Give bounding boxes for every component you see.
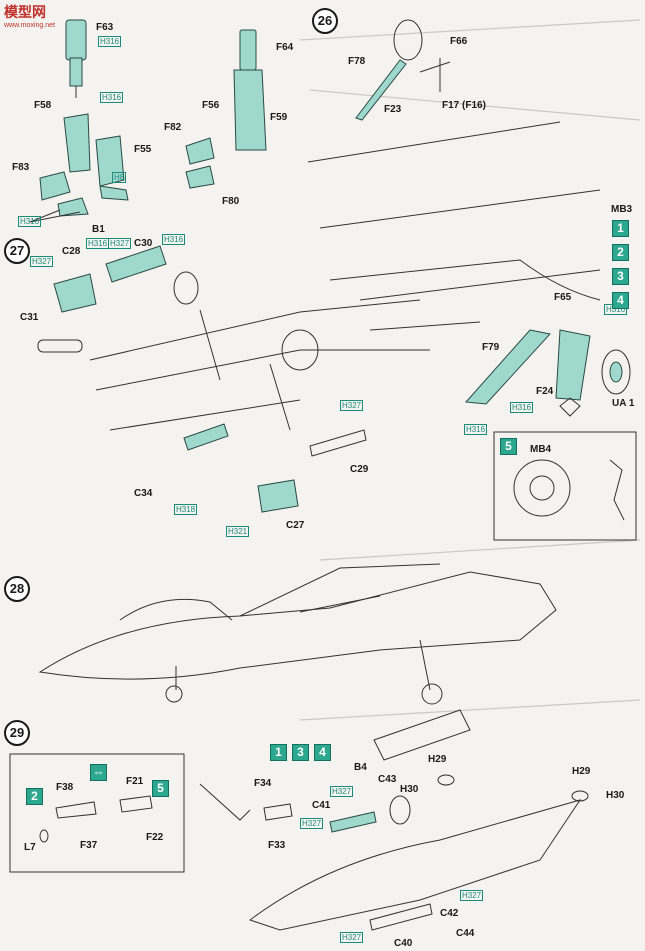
part-label: H29 (428, 754, 447, 765)
part-label: L7 (24, 842, 36, 853)
part-label: F65 (554, 292, 572, 303)
part-label: MB4 (530, 444, 552, 455)
color-code: H316 (100, 92, 124, 103)
part-label: F59 (270, 112, 288, 123)
part-label: C29 (350, 464, 369, 475)
part-label: F34 (254, 778, 272, 789)
color-number-box: 1 (612, 220, 629, 237)
color-code: H327 (340, 400, 364, 411)
part-label: F83 (12, 162, 30, 173)
part-label: C27 (286, 520, 305, 531)
part-label: F79 (482, 342, 500, 353)
nose-gear-illustration (307, 19, 637, 541)
color-code: H316 (98, 36, 122, 47)
color-code: H327 (300, 818, 324, 829)
color-number-box: 2 (612, 244, 629, 261)
step-number-26: 26 (312, 8, 338, 34)
part-label: F17 (F16) (442, 100, 486, 111)
arrow-symbol-icon: ⇔ (90, 764, 107, 781)
part-label: F22 (146, 832, 164, 843)
part-label: F21 (126, 776, 144, 787)
part-label: H30 (400, 784, 419, 795)
part-label: B4 (354, 762, 367, 773)
color-code: H327 (460, 890, 484, 901)
color-number-box: 4 (612, 292, 629, 309)
part-label: B1 (92, 224, 105, 235)
part-label: H29 (572, 766, 591, 777)
color-code: H316 (86, 238, 110, 249)
brand-url: www.moxing.net (4, 22, 55, 29)
part-label: C42 (440, 908, 459, 919)
part-label: F63 (96, 22, 114, 33)
color-code: H316 (162, 234, 186, 245)
part-label: F23 (384, 104, 402, 115)
part-label: MB3 (611, 204, 633, 215)
color-code: H316 (510, 402, 534, 413)
forward-fuselage-illustration (9, 709, 589, 931)
part-label: F80 (222, 196, 240, 207)
seat-parts-illustration (29, 19, 267, 223)
part-label: C31 (20, 312, 39, 323)
color-number-box: 1 (270, 744, 287, 761)
color-code: H327 (30, 256, 54, 267)
color-code: H327 (340, 932, 364, 943)
part-label: F64 (276, 42, 294, 53)
color-number-box: 3 (612, 268, 629, 285)
part-label: F58 (34, 100, 52, 111)
part-label: H30 (606, 790, 625, 801)
part-label: F82 (164, 122, 182, 133)
part-label: C34 (134, 488, 153, 499)
color-code: H327 (108, 238, 132, 249)
part-label: C41 (312, 800, 331, 811)
color-code: H327 (330, 786, 354, 797)
part-label: F66 (450, 36, 468, 47)
step-number-27: 27 (4, 238, 30, 264)
color-code: H318 (174, 504, 198, 515)
part-label: F37 (80, 840, 98, 851)
part-label: C28 (62, 246, 81, 257)
color-number-box: 5 (152, 780, 169, 797)
part-label: UA 1 (612, 398, 635, 409)
color-number-box: 2 (26, 788, 43, 805)
part-label: F38 (56, 782, 74, 793)
part-label: F56 (202, 100, 220, 111)
part-label: C30 (134, 238, 153, 249)
part-label: F33 (268, 840, 286, 851)
part-label: C43 (378, 774, 397, 785)
color-code: H8 (112, 172, 127, 183)
part-label: F24 (536, 386, 554, 397)
part-label: F55 (134, 144, 152, 155)
color-code: H316 (464, 424, 488, 435)
color-number-box: 3 (292, 744, 309, 761)
color-number-box: 5 (500, 438, 517, 455)
color-number-box: 4 (314, 744, 331, 761)
part-label: F78 (348, 56, 366, 67)
part-label: C40 (394, 938, 413, 949)
aircraft-illustration (38, 563, 557, 705)
main-gear-illustration (37, 245, 430, 513)
color-code: H316 (18, 216, 42, 227)
color-code: H321 (226, 526, 250, 537)
step-number-29: 29 (4, 720, 30, 746)
brand-logo: 模型网 (4, 4, 46, 20)
part-label: C44 (456, 928, 475, 939)
step-number-28: 28 (4, 576, 30, 602)
